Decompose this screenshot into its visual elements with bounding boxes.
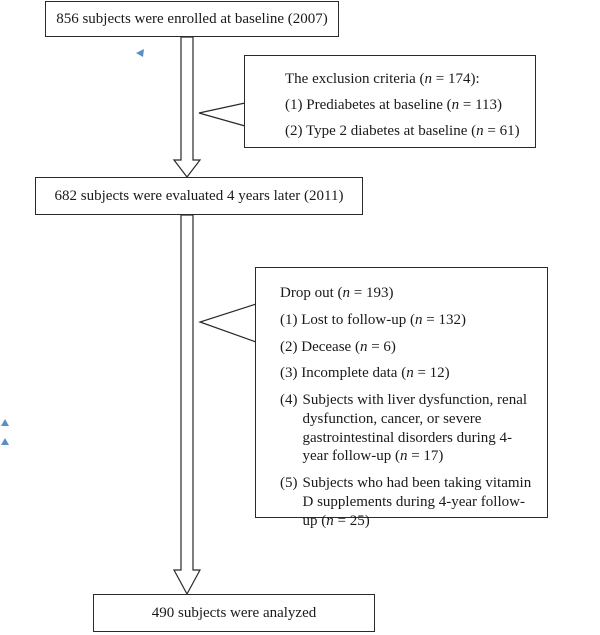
exclusion-criteria-box: The exclusion criteria (n = 174): (1) Pr… [244,55,536,148]
dropout-item-2: (2) Decease (n = 6) [280,338,396,355]
evaluated-box: 682 subjects were evaluated 4 years late… [35,177,363,215]
blue-marker-triangle [1,438,9,445]
dropout-box: Drop out (n = 193) (1) Lost to follow-up… [255,267,548,529]
dropout-heading: Drop out (n = 193) [280,285,394,301]
down-arrow-2 [172,214,202,596]
dropout-item-3: (3) Incomplete data (n = 12) [280,365,450,382]
dropout-item-5: (5)Subjects who had been taking vitamin … [280,475,532,529]
analyzed-text: 490 subjects were analyzed [151,604,317,621]
analyzed-box: 490 subjects were analyzed [93,594,375,632]
blue-marker-triangle [136,49,144,57]
exclusion-heading: The exclusion criteria (n = 174): [285,71,480,87]
baseline-text: 856 subjects were enrolled at baseline (… [56,10,328,27]
dropout-item-1: (1) Lost to follow-up (n = 132) [280,311,466,328]
exclusion-item-1: (1) Prediabetes at baseline (n = 113) [285,96,503,113]
dropout-item-4: (4)Subjects with liver dysfunction, rena… [280,392,528,465]
baseline-box: 856 subjects were enrolled at baseline (… [45,1,339,37]
down-arrow-1 [172,36,202,178]
dropout-callout-pointer [198,303,257,343]
evaluated-text: 682 subjects were evaluated 4 years late… [54,187,344,204]
blue-marker-triangle [1,419,9,426]
exclusion-callout-pointer [198,102,246,127]
exclusion-item-2: (2) Type 2 diabetes at baseline (n = 61) [285,122,520,139]
